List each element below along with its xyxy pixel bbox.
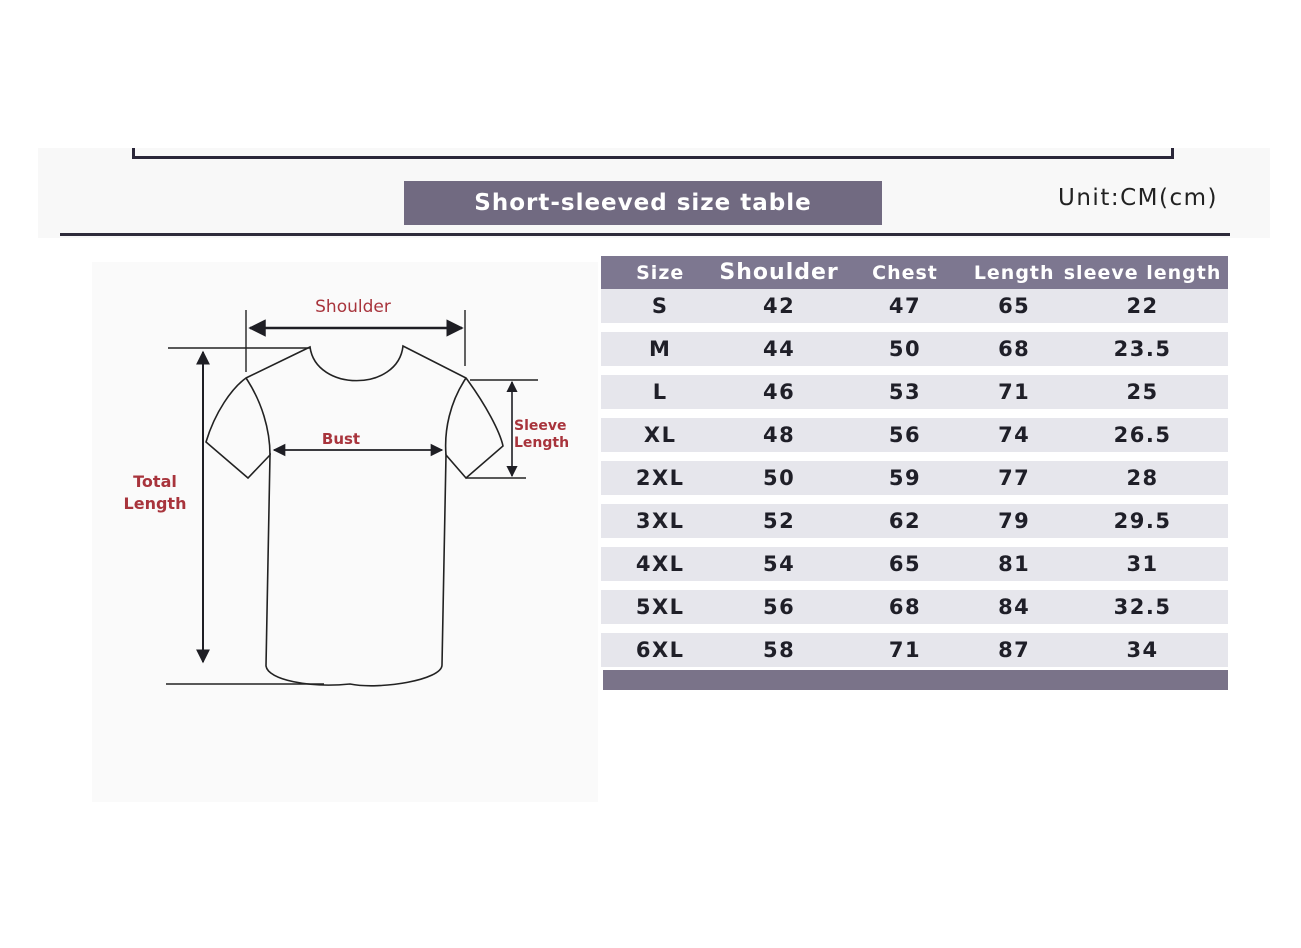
header-chest: Chest xyxy=(838,256,972,289)
cell-sleeve: 32.5 xyxy=(1057,590,1228,633)
tshirt-outline xyxy=(205,344,504,687)
cell-shoulder: 56 xyxy=(719,590,839,633)
cell-chest: 47 xyxy=(838,289,972,332)
cell-size: M xyxy=(601,332,720,375)
bust-label: Bust xyxy=(321,430,361,448)
cell-length: 65 xyxy=(971,289,1058,332)
cell-size: XL xyxy=(601,418,720,461)
header-divider xyxy=(60,233,1230,236)
total-length-label: Total Length xyxy=(112,471,198,515)
cell-sleeve: 29.5 xyxy=(1057,504,1228,547)
cell-length: 81 xyxy=(971,547,1058,590)
header-shoulder: Shoulder xyxy=(719,256,839,289)
cell-length: 71 xyxy=(971,375,1058,418)
title-banner: Short-sleeved size table xyxy=(404,181,882,225)
cell-shoulder: 52 xyxy=(719,504,839,547)
cell-sleeve: 31 xyxy=(1057,547,1228,590)
sleeve-length-label: Sleeve Length xyxy=(514,418,578,452)
cell-length: 79 xyxy=(971,504,1058,547)
total-label-line1: Total xyxy=(133,472,177,491)
cell-chest: 65 xyxy=(838,547,972,590)
cell-chest: 68 xyxy=(838,590,972,633)
cell-shoulder: 44 xyxy=(719,332,839,375)
diagram-background xyxy=(92,262,598,802)
cell-chest: 53 xyxy=(838,375,972,418)
cell-size: 2XL xyxy=(601,461,720,504)
total-label-line2: Length xyxy=(123,494,187,513)
cell-size: S xyxy=(601,289,720,332)
cell-length: 74 xyxy=(971,418,1058,461)
cell-size: 3XL xyxy=(601,504,720,547)
cell-sleeve: 22 xyxy=(1057,289,1228,332)
page-title: Short-sleeved size table xyxy=(474,190,812,216)
cell-sleeve: 26.5 xyxy=(1057,418,1228,461)
cell-chest: 59 xyxy=(838,461,972,504)
cell-size: 4XL xyxy=(601,547,720,590)
header-length: Length xyxy=(971,256,1058,289)
cell-sleeve: 25 xyxy=(1057,375,1228,418)
cell-length: 84 xyxy=(971,590,1058,633)
cell-shoulder: 54 xyxy=(719,547,839,590)
unit-label: Unit:CM(cm) xyxy=(1058,185,1218,211)
cell-shoulder: 50 xyxy=(719,461,839,504)
cell-shoulder: 42 xyxy=(719,289,839,332)
cell-chest: 62 xyxy=(838,504,972,547)
header-sleeve-length: sleeve length xyxy=(1057,256,1228,289)
shoulder-label: Shoulder xyxy=(315,297,391,317)
cell-chest: 56 xyxy=(838,418,972,461)
cell-length: 77 xyxy=(971,461,1058,504)
cell-size: 5XL xyxy=(601,590,720,633)
cell-size: L xyxy=(601,375,720,418)
cell-sleeve: 28 xyxy=(1057,461,1228,504)
cell-shoulder: 46 xyxy=(719,375,839,418)
sleeve-label-line1: Sleeve xyxy=(514,418,567,434)
size-table: Size Shoulder Chest Length sleeve length… xyxy=(601,256,1228,676)
table-footer-bar xyxy=(603,670,1228,690)
frame-top-bracket xyxy=(132,148,1174,159)
cell-length: 68 xyxy=(971,332,1058,375)
table-header-row: Size Shoulder Chest Length sleeve length xyxy=(601,256,1228,289)
header-size: Size xyxy=(601,256,720,289)
cell-shoulder: 48 xyxy=(719,418,839,461)
cell-chest: 50 xyxy=(838,332,972,375)
sleeve-label-line2: Length xyxy=(514,435,570,451)
cell-sleeve: 23.5 xyxy=(1057,332,1228,375)
